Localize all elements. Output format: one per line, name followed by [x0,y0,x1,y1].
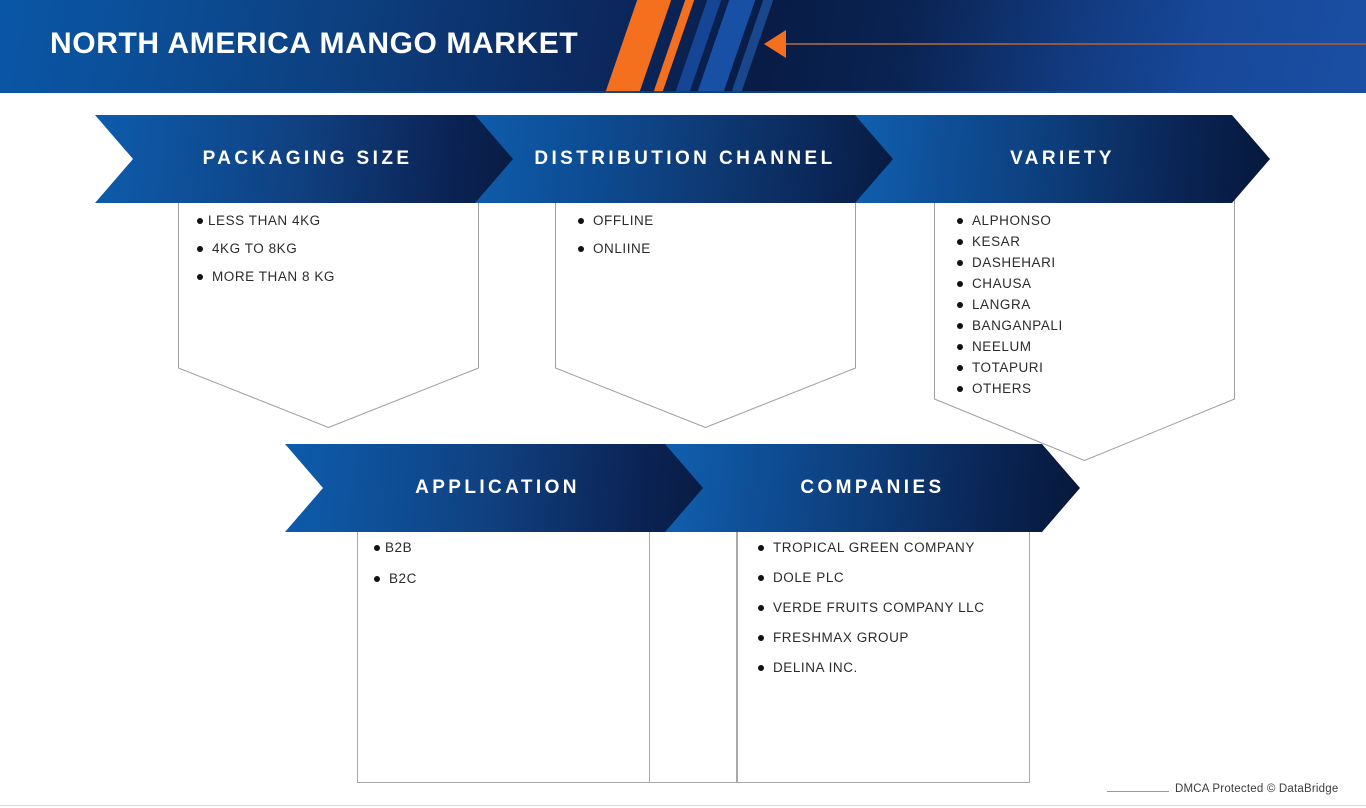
footer-watermark: DMCA Protected © DataBridge [1175,783,1339,795]
list-item-label: TOTAPURI [972,360,1044,375]
banner-label: COMPANIES [800,477,945,498]
page-title: NORTH AMERICA MANGO MARKET [50,27,579,60]
list-item: VERDE FRUITS COMPANY LLC [758,600,985,615]
list-item: FRESHMAX GROUP [758,630,985,645]
banner-label: VARIETY [1010,148,1115,169]
list-item: B2C [374,571,417,586]
footer-rule [1107,791,1169,792]
banner-variety[interactable]: VARIETY [855,115,1270,203]
list-item-label: OTHERS [972,381,1032,396]
bullet-icon [957,260,963,266]
banner-packaging-size[interactable]: PACKAGING SIZE [95,115,520,203]
list-item-label: FRESHMAX GROUP [773,630,909,645]
list-item: DOLE PLC [758,570,985,585]
list-item: MORE THAN 8 KG [197,269,335,284]
list-item-label: TROPICAL GREEN COMPANY [773,540,975,555]
list-item-label: CHAUSA [972,276,1032,291]
bullet-icon [197,246,203,252]
list-item: 4KG TO 8KG [197,241,335,256]
bullet-icon [957,386,963,392]
bullet-icon [957,302,963,308]
bottom-rule [0,805,1366,806]
bullet-icon [197,218,203,224]
list-item-label: B2B [385,540,413,555]
list-item: LESS THAN 4KG [197,213,335,228]
bullet-icon [957,218,963,224]
bullet-icon [374,576,380,582]
bullet-icon [758,665,764,671]
left-arrow-icon [764,30,786,58]
bullet-icon [758,635,764,641]
bullet-icon [578,246,584,252]
bullet-icon [957,323,963,329]
list-item: KESAR [957,234,1063,249]
list-item: TOTAPURI [957,360,1063,375]
packaging-size-list: LESS THAN 4KG 4KG TO 8KG MORE THAN 8 KG [197,213,335,297]
list-item-label: DOLE PLC [773,570,845,585]
distribution-channel-list: OFFLINE ONLIINE [578,213,654,269]
application-panel-spacer [650,525,737,783]
list-item-label: NEELUM [972,339,1032,354]
list-item: DELINA INC. [758,660,985,675]
list-item-label: DELINA INC. [773,660,858,675]
banner-companies[interactable]: COMPANIES [665,444,1080,532]
list-item-label: LESS THAN 4KG [208,213,321,228]
list-item: OTHERS [957,381,1063,396]
list-item: NEELUM [957,339,1063,354]
list-item-label: ALPHONSO [972,213,1052,228]
list-item-label: KESAR [972,234,1021,249]
list-item: ALPHONSO [957,213,1063,228]
banner-label: PACKAGING SIZE [202,148,413,169]
list-item: ONLIINE [578,241,654,256]
banner-distribution-channel[interactable]: DISTRIBUTION CHANNEL [475,115,895,203]
bullet-icon [374,545,380,551]
bullet-icon [197,274,203,280]
list-item-label: LANGRA [972,297,1031,312]
banner-application[interactable]: APPLICATION [285,444,710,532]
list-item: LANGRA [957,297,1063,312]
application-panel [357,525,650,783]
list-item: TROPICAL GREEN COMPANY [758,540,985,555]
bullet-icon [758,605,764,611]
bullet-icon [758,575,764,581]
list-item: DASHEHARI [957,255,1063,270]
bullet-icon [957,239,963,245]
list-item-label: OFFLINE [593,213,654,228]
list-item-label: BANGANPALI [972,318,1063,333]
bullet-icon [578,218,584,224]
bullet-icon [758,545,764,551]
list-item-label: ONLIINE [593,241,651,256]
list-item-label: 4KG TO 8KG [212,241,298,256]
bullet-icon [957,365,963,371]
header-rule [786,43,1366,45]
list-item: BANGANPALI [957,318,1063,333]
list-item: CHAUSA [957,276,1063,291]
variety-list: ALPHONSO KESAR DASHEHARI CHAUSA LANGRA B… [957,213,1063,402]
list-item: OFFLINE [578,213,654,228]
list-item-label: VERDE FRUITS COMPANY LLC [773,600,985,615]
bullet-icon [957,281,963,287]
application-list: B2B B2C [374,540,417,602]
list-item-label: B2C [389,571,417,586]
banner-label: APPLICATION [415,477,580,498]
header-underline [0,91,1366,93]
list-item-label: MORE THAN 8 KG [212,269,335,284]
bullet-icon [957,344,963,350]
companies-list: TROPICAL GREEN COMPANY DOLE PLC VERDE FR… [758,540,985,690]
list-item: B2B [374,540,417,555]
list-item-label: DASHEHARI [972,255,1056,270]
page-header: NORTH AMERICA MANGO MARKET [0,0,1366,93]
banner-label: DISTRIBUTION CHANNEL [534,148,836,169]
